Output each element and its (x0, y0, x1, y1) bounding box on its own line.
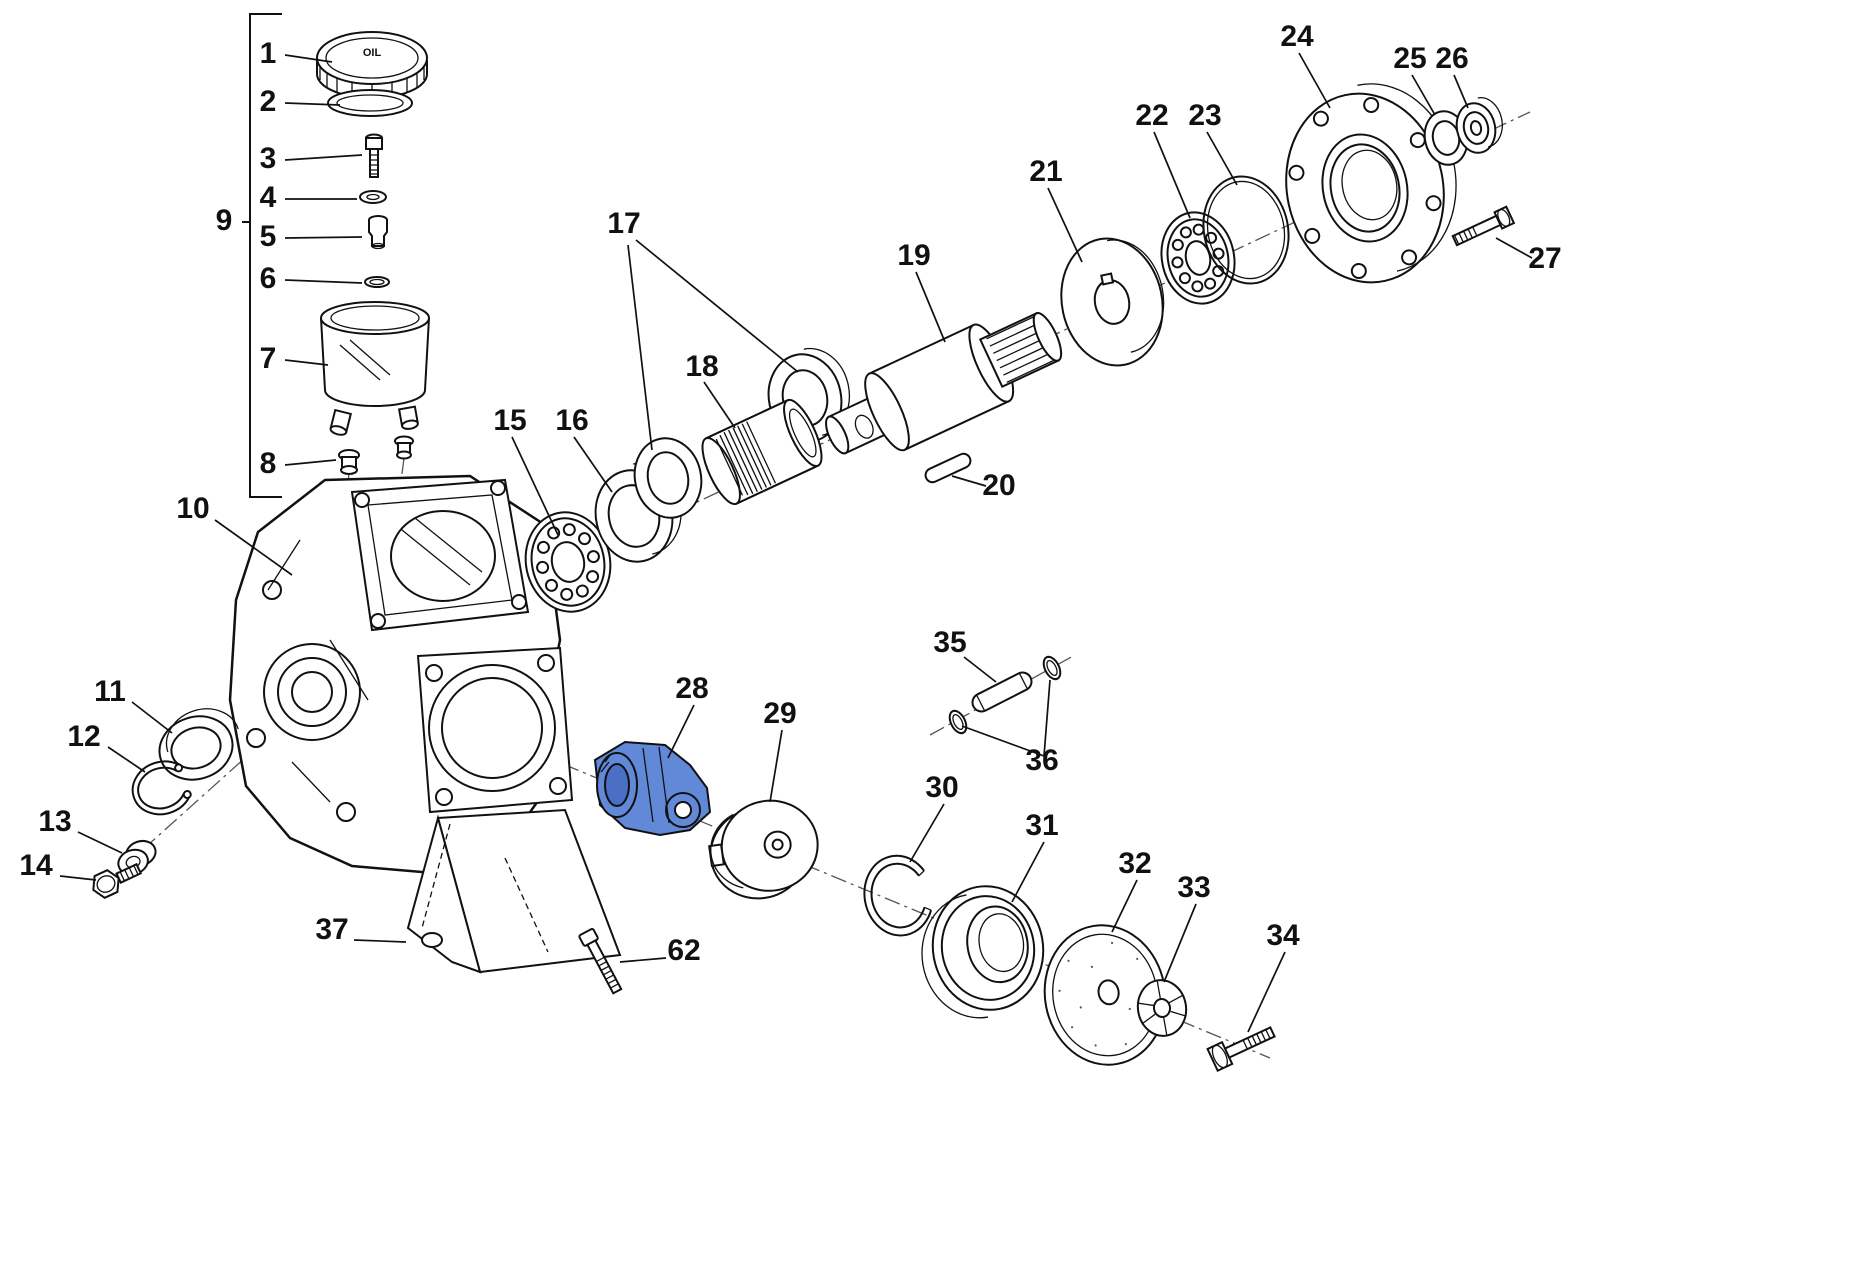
part-14-hex-bolt (92, 862, 143, 899)
callout-24: 24 (1280, 20, 1314, 53)
callout-10: 10 (176, 492, 209, 525)
part-35-dowel-pin (971, 671, 1033, 713)
part-6-o-ring (364, 276, 390, 288)
part-29-piston (708, 799, 819, 900)
part-36-rings (948, 655, 1062, 735)
part-62-bolt (578, 928, 623, 995)
part-7-oil-reservoir (320, 301, 430, 436)
part-24-bearing-flange (1285, 83, 1457, 284)
callout-5: 5 (260, 220, 277, 253)
callout-35: 35 (933, 626, 966, 659)
part-33-hub-washer (1136, 979, 1188, 1037)
callout-26: 26 (1435, 42, 1468, 75)
part-34-hex-bolt (1206, 1026, 1276, 1073)
callout-29: 29 (763, 697, 796, 730)
callout-12: 12 (67, 720, 100, 753)
part-31-diaphragm-cup (921, 885, 1045, 1019)
part-15-ball-bearing (524, 511, 612, 613)
oil-cap-text: OIL (363, 47, 382, 59)
callout-13: 13 (38, 805, 71, 838)
callout-62: 62 (667, 934, 700, 967)
callout-4: 4 (260, 181, 277, 214)
callout-34: 34 (1266, 919, 1300, 952)
callout-32: 32 (1118, 847, 1151, 880)
callout-30: 30 (925, 771, 958, 804)
callout-16: 16 (555, 404, 588, 437)
callout-25: 25 (1393, 42, 1426, 75)
callout-22: 22 (1135, 99, 1168, 132)
leader-lines (59, 52, 1533, 1033)
part-9-group-bracket (242, 13, 282, 498)
part-3-screw (365, 133, 383, 178)
callout-3: 3 (260, 142, 277, 175)
callout-9: 9 (216, 204, 233, 237)
part-8-hose-fittings (338, 435, 414, 475)
callout-36: 36 (1025, 744, 1058, 777)
callout-1: 1 (260, 37, 277, 70)
part-5-fitting (368, 215, 388, 250)
part-37-mounting-bracket (406, 808, 622, 974)
callout-21: 21 (1029, 155, 1062, 188)
part-26-cap (1455, 97, 1503, 154)
callout-37: 37 (315, 913, 348, 946)
callout-28: 28 (675, 672, 708, 705)
part-4-washer (359, 190, 387, 204)
callout-23: 23 (1188, 99, 1221, 132)
part-27-hex-bolt (1451, 205, 1516, 247)
part-32-diaphragm (1043, 924, 1167, 1066)
callout-33: 33 (1177, 871, 1210, 904)
callout-7: 7 (260, 342, 277, 375)
callout-labels: 1 2 3 4 5 6 7 8 9 10 11 12 13 14 15 16 1… (19, 20, 1561, 967)
part-28-connecting-rod-highlighted (593, 740, 712, 837)
callout-27: 27 (1528, 242, 1561, 275)
callout-15: 15 (493, 404, 526, 437)
part-10-pump-crankcase (228, 474, 574, 876)
callout-8: 8 (260, 447, 277, 480)
callout-2: 2 (260, 85, 277, 118)
part-30-snap-ring (863, 854, 933, 937)
part-22-ball-bearing (1160, 211, 1236, 305)
part-1-oil-fill-cap: OIL (316, 31, 428, 99)
part-20-key (924, 452, 972, 484)
callout-31: 31 (1025, 809, 1058, 842)
part-19-crankshaft (825, 312, 1063, 455)
callout-6: 6 (260, 262, 277, 295)
part-2-cap-gasket (327, 89, 413, 117)
callout-18: 18 (685, 350, 718, 383)
callout-17: 17 (607, 207, 640, 240)
part-21-eccentric-disc (1060, 237, 1165, 367)
callout-20: 20 (982, 469, 1015, 502)
callout-11: 11 (94, 675, 126, 708)
callout-14: 14 (19, 849, 53, 882)
callout-19: 19 (897, 239, 930, 272)
part-12-snap-ring (131, 760, 192, 816)
